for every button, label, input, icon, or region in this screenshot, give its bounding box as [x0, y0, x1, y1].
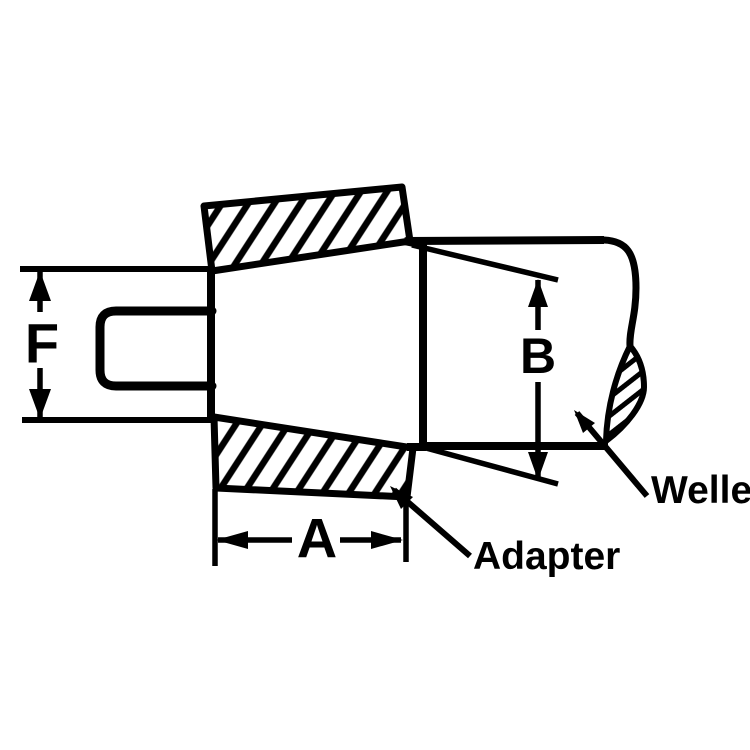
shaft-top-line: [405, 236, 605, 245]
dimension-b: B: [411, 242, 559, 487]
welle-label: Welle: [651, 469, 750, 512]
dim-b-label: B: [520, 328, 556, 384]
shaft-outline: [405, 236, 647, 450]
dimension-f: F: [20, 266, 214, 423]
dimension-a: A: [212, 489, 409, 570]
adapter-leader-arrowhead: [390, 486, 413, 509]
dim-b-arrow-down: [528, 452, 548, 480]
dim-a-label: A: [297, 507, 337, 570]
dim-f-label: F: [25, 312, 59, 375]
dim-f-arrow-down: [29, 389, 51, 419]
key-stub-outline: [95, 306, 217, 391]
shaft-end-break-curve: [600, 236, 640, 350]
shaft-break-section-hatched: [603, 343, 647, 444]
adapter-callout: Adapter: [390, 486, 620, 578]
adapter-bottom-wall-hatched: [210, 413, 417, 501]
dim-a-arrow-right: [371, 531, 403, 549]
adapter-top-wall-hatched: [200, 183, 414, 275]
dim-a-arrow-left: [216, 531, 248, 549]
welle-leader-arrowhead: [574, 410, 595, 433]
dim-f-arrow-up: [29, 271, 51, 301]
dim-b-arrow-up: [528, 279, 548, 307]
welle-callout: Welle: [574, 410, 750, 512]
adapter-section: [200, 183, 427, 501]
adapter-label: Adapter: [473, 535, 620, 578]
dim-b-extension-top-oblique: [411, 242, 559, 283]
